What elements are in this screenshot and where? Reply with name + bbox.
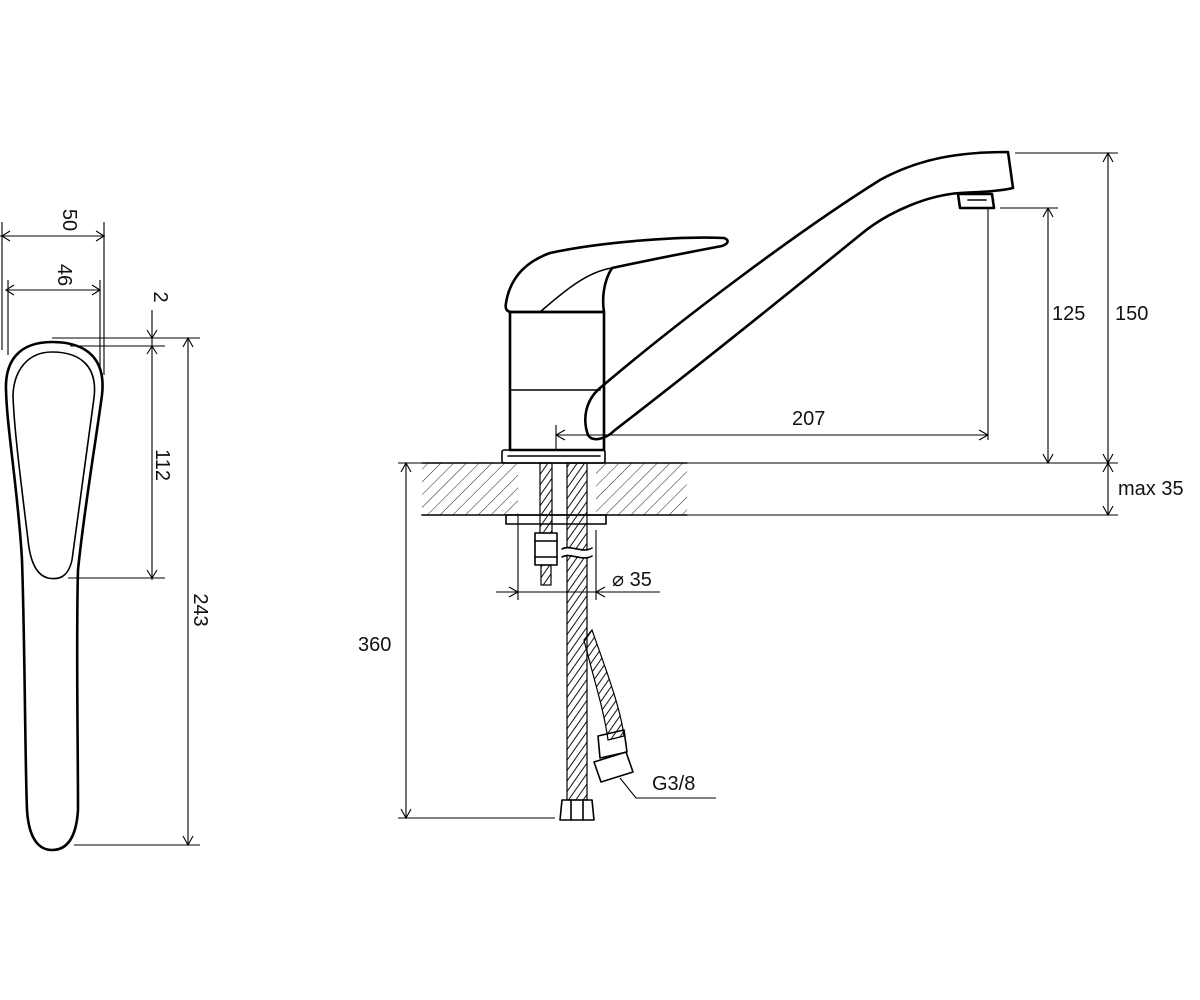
- dim-label-150: 150: [1115, 303, 1148, 325]
- dim-label-360: 360: [358, 634, 391, 656]
- handle-top-view: [4, 340, 104, 852]
- faucet-dimensions: 207 125 150 max 35 ⌀ 35 360 G3/8: [358, 151, 1184, 820]
- faucet-body: [508, 310, 606, 452]
- dim-label-2: 2: [149, 291, 171, 302]
- dim-label-243: 243: [189, 593, 211, 626]
- dim-label-112: 112: [151, 449, 173, 481]
- handle-outline: [4, 340, 104, 852]
- dim-label-diameter-35: ⌀ 35: [612, 569, 652, 591]
- braided-hose-main: [566, 462, 588, 801]
- handle-inner-contour: [12, 351, 96, 580]
- handle-dimensions: 50 46 2 112 243: [0, 209, 211, 847]
- mounting-plate: [505, 514, 607, 525]
- hose-end-nut: [559, 799, 595, 821]
- dim-label-g38: G3/8: [652, 773, 695, 795]
- braided-hose-secondary: [583, 628, 625, 741]
- dim-label-max35: max 35: [1118, 478, 1184, 500]
- stud-nut: [534, 532, 558, 566]
- dim-label-50: 50: [58, 209, 80, 231]
- spout: [584, 150, 1015, 441]
- aerator: [956, 192, 996, 210]
- faucet-side-view: [421, 150, 1015, 821]
- threaded-stud: [539, 462, 553, 534]
- dim-label-207: 207: [792, 408, 825, 430]
- dim-label-46: 46: [53, 264, 75, 286]
- dim-label-125: 125: [1052, 303, 1085, 325]
- lever-handle: [504, 236, 729, 314]
